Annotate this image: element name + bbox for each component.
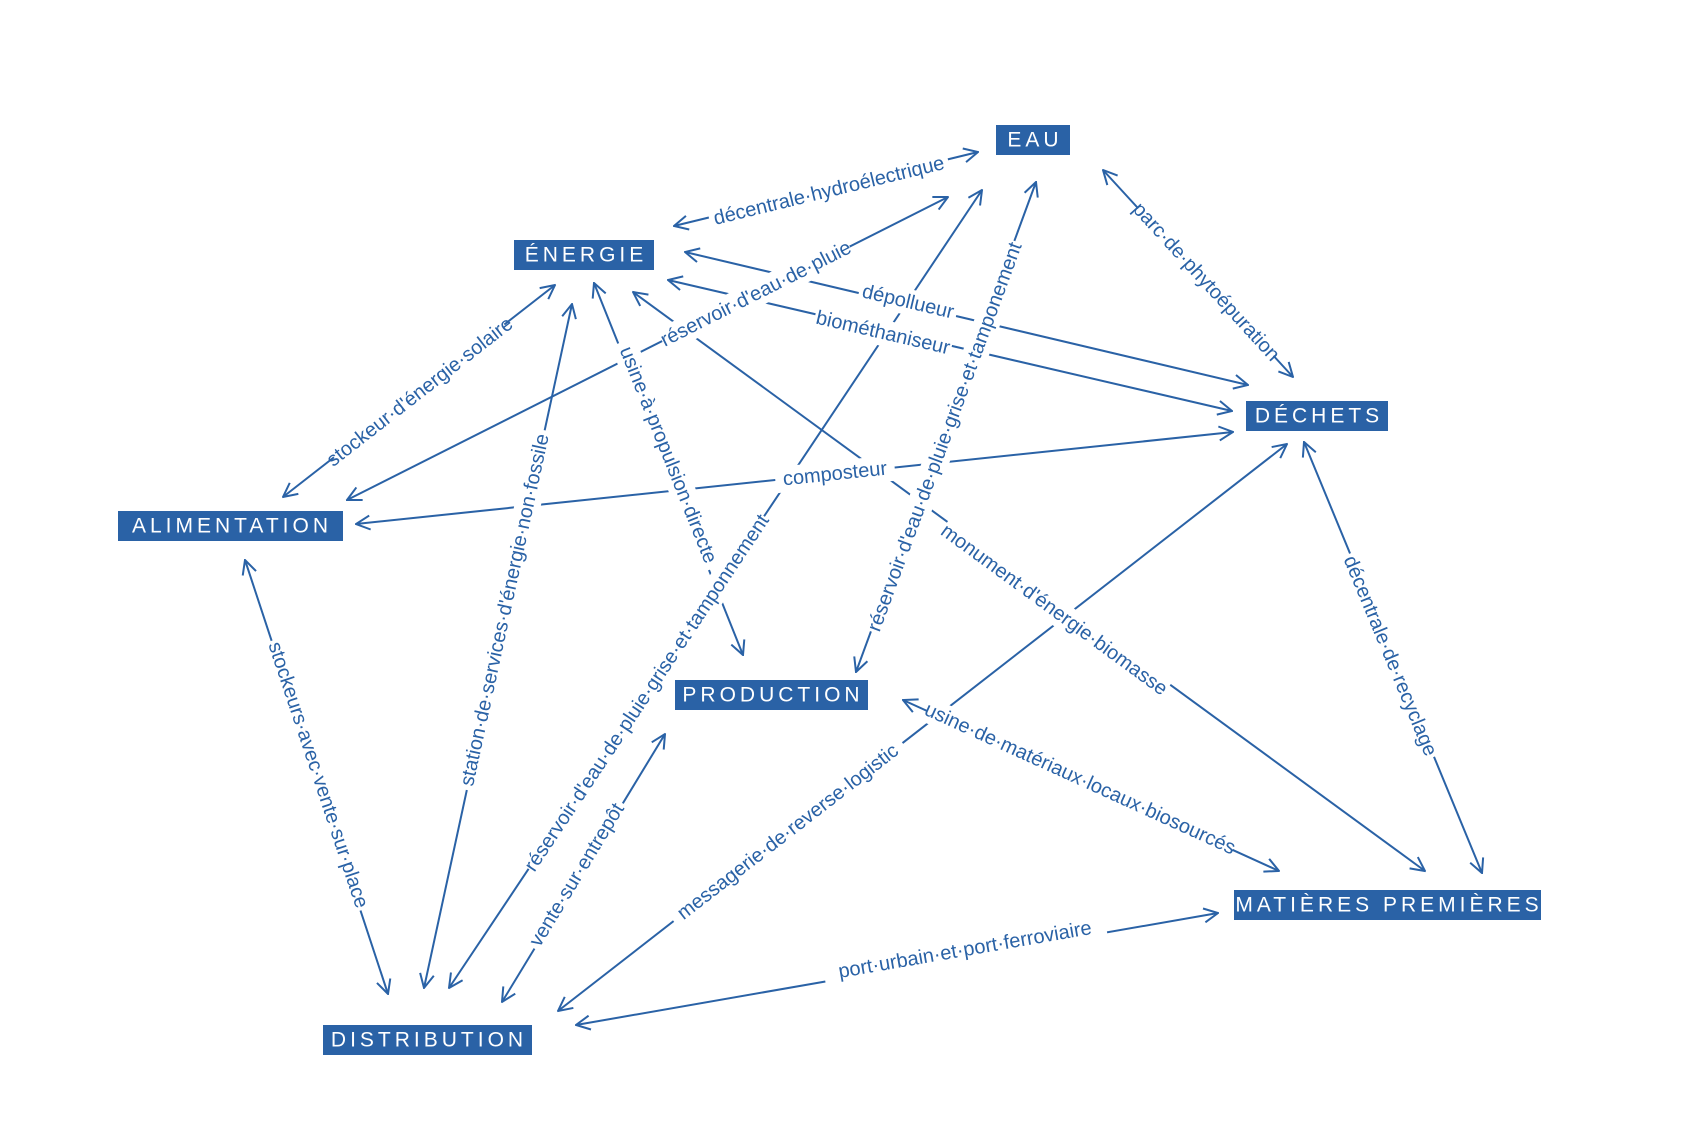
edge-label-group: décentrale·hydroélectrique parc·de·phyto… — [260, 149, 1445, 988]
edge-label-reservoir-eau-de-pluie: réservoir·d'eau·de·pluie — [657, 237, 855, 352]
node-alimentation-label: ALIMENTATION — [132, 515, 332, 538]
node-energie-label: ÉNERGIE — [525, 244, 648, 267]
node-matieres-premieres-label: MATIÈRES PREMIÈRES — [1235, 894, 1542, 917]
node-distribution-label: DISTRIBUTION — [331, 1029, 527, 1052]
node-matieres-premieres: MATIÈRES PREMIÈRES — [1234, 890, 1542, 920]
edge-label-depollueur: dépollueur — [860, 281, 956, 324]
node-energie: ÉNERGIE — [514, 240, 654, 270]
node-dechets: DÉCHETS — [1246, 401, 1388, 431]
node-dechets-label: DÉCHETS — [1255, 405, 1383, 428]
node-production-label: PRODUCTION — [682, 684, 863, 707]
edge-label-stockeurs-vente-sur-place: stockeurs·avec·vente·sur·place — [264, 639, 373, 911]
edge-label-station-energie-non-fossile: station·de·services·d'énergie·non·fossil… — [456, 432, 553, 788]
edge-label-port-urbain-ferroviaire: port·urbain·et·port·ferroviaire — [837, 917, 1094, 983]
edge-label-usine-materiaux-biosources: usine·de·matériaux·locaux·biosourcés — [921, 699, 1239, 860]
node-alimentation: ALIMENTATION — [118, 511, 343, 541]
edge-label-decentrale-de-recyclage: décentrale·de·recyclage — [1339, 553, 1441, 760]
edge-label-monument-energie-biomasse: monument·d'énergie·biomasse — [937, 520, 1172, 700]
edge-label-decentrale-hydroelectrique: décentrale·hydroélectrique — [711, 152, 946, 229]
node-distribution: DISTRIBUTION — [323, 1025, 532, 1055]
node-eau: EAU — [996, 125, 1070, 155]
edge-label-messagerie-reverse-logistic: messagerie·de·reverse·logistic — [673, 740, 903, 925]
node-eau-label: EAU — [1007, 129, 1062, 152]
node-production: PRODUCTION — [675, 680, 868, 710]
node-group: EAU ÉNERGIE DÉCHETS ALIMENTATION PRODUCT… — [118, 125, 1542, 1055]
edge-label-stockeur-energie-solaire: stockeur·d'énergie·solaire — [323, 313, 518, 471]
edge-label-usine-propulsion-directe: usine·à·propulsion·directe — [615, 344, 721, 567]
edge-label-parc-de-phytoepuration: parc·de·phytoépuration — [1128, 198, 1284, 365]
